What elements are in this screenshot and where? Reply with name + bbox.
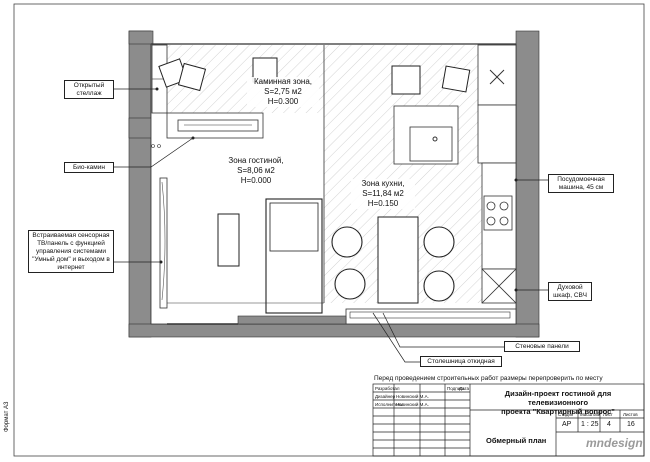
stage-value: АР bbox=[562, 421, 572, 428]
open-shelf-callout: Открытый стеллаж bbox=[64, 80, 114, 99]
sign-header: Подпись bbox=[447, 386, 465, 391]
living-zone-label: Зона гостиной, S=8,06 м2 H=0.000 bbox=[220, 156, 292, 186]
dining-chairs bbox=[331, 226, 455, 302]
drawing-name: Обмерный план bbox=[486, 436, 547, 445]
title-block-grid bbox=[372, 383, 645, 457]
scale-value: 1 : 25 bbox=[581, 421, 599, 428]
tv-panel bbox=[159, 177, 168, 309]
executor-role: Исполнитель bbox=[375, 402, 403, 407]
sheet-frame bbox=[13, 3, 645, 457]
sheets-value: 16 bbox=[627, 421, 635, 428]
measurement-note: Перед проведением строительных работ раз… bbox=[374, 375, 603, 382]
role-header: Разработал bbox=[375, 386, 400, 391]
leader-lines bbox=[113, 88, 548, 363]
scale-label: Масштаб bbox=[580, 412, 600, 417]
executor-name: Новинский М.А. bbox=[396, 402, 429, 407]
sheet-value: 4 bbox=[607, 421, 611, 428]
wall-panels-callout: Стеновые панели bbox=[504, 341, 580, 352]
fridge bbox=[477, 44, 517, 106]
date-header: Дата bbox=[459, 386, 469, 391]
project-title: Дизайн-проект гостиной для телевизионног… bbox=[501, 389, 615, 416]
armchairs bbox=[158, 57, 471, 95]
sheets-label: Листов bbox=[623, 412, 638, 417]
format-label: Формат А3 bbox=[4, 401, 10, 432]
brand-logo: mndesign bbox=[586, 436, 643, 450]
tv-panel-callout: Встраиваемая сенсорная ТВ/панель с функц… bbox=[28, 230, 114, 273]
dining-table bbox=[377, 216, 419, 304]
bio-fireplace-callout: Био-камин bbox=[64, 162, 114, 173]
designer-role: Дизайнер bbox=[375, 394, 396, 399]
kitchen-zone-label: Зона кухни, S=11,84 м2 H=0.150 bbox=[351, 179, 415, 209]
oven-callout: Духовой шкаф, СВЧ bbox=[548, 282, 592, 301]
folding-counter-callout: Столешница откидная bbox=[420, 356, 502, 367]
coffee-table bbox=[217, 213, 240, 267]
designer-name: Новинский М.А. bbox=[396, 394, 429, 399]
sheet-label: Лист bbox=[603, 412, 613, 417]
dishwasher-callout: Посудомоечная машина, 45 см bbox=[548, 174, 614, 193]
sink bbox=[409, 126, 453, 162]
fireplace-zone-label: Каминная зона, S=2,75 м2 H=0.300 bbox=[247, 77, 319, 107]
hob bbox=[483, 195, 513, 231]
bio-fireplace bbox=[177, 119, 259, 132]
stage-label: Стадия bbox=[558, 412, 574, 417]
